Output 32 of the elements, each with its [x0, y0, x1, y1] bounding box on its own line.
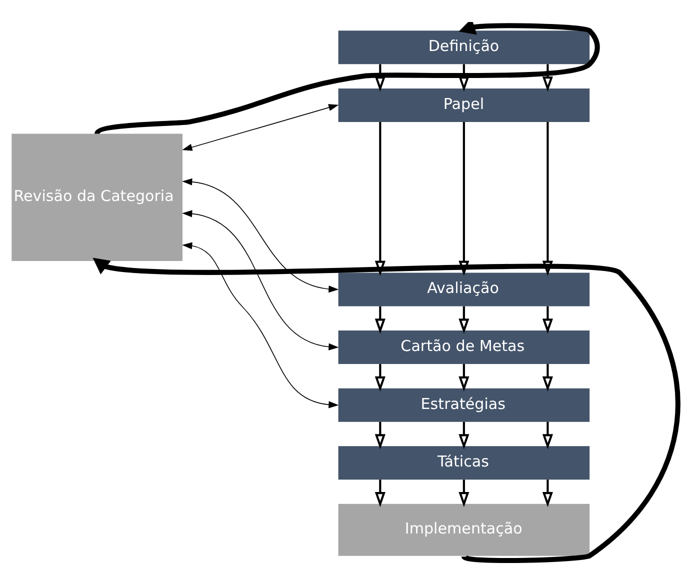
arrow — [542, 64, 553, 92]
node-box: Táticas — [338, 446, 590, 480]
arrow — [458, 364, 470, 391]
node-box: Definição — [338, 30, 590, 64]
node-box: Avaliação — [338, 272, 590, 306]
node-box: Estratégias — [338, 388, 590, 422]
arrow — [458, 121, 470, 276]
node-box: Implementação — [338, 503, 590, 556]
arrow — [182, 242, 339, 408]
arrow — [374, 421, 386, 449]
node-box: Revisão da Categoria — [12, 133, 182, 261]
arrow — [542, 421, 553, 449]
arrow — [182, 210, 339, 350]
arrow — [182, 104, 339, 150]
arrow — [458, 64, 470, 92]
arrow — [458, 479, 470, 507]
arrow — [96, 22, 600, 136]
arrow — [542, 306, 553, 334]
arrow — [374, 306, 386, 334]
node-box: Cartão de Metas — [338, 330, 590, 364]
arrow — [374, 479, 386, 507]
arrow — [458, 306, 470, 334]
arrow — [542, 121, 553, 276]
arrow — [458, 421, 470, 449]
arrow — [374, 364, 386, 391]
arrow — [182, 178, 339, 292]
arrow — [92, 257, 680, 563]
arrow — [542, 364, 553, 391]
node-box: Papel — [338, 88, 590, 122]
arrow — [542, 479, 553, 507]
arrow — [374, 64, 386, 92]
arrow — [374, 121, 386, 276]
